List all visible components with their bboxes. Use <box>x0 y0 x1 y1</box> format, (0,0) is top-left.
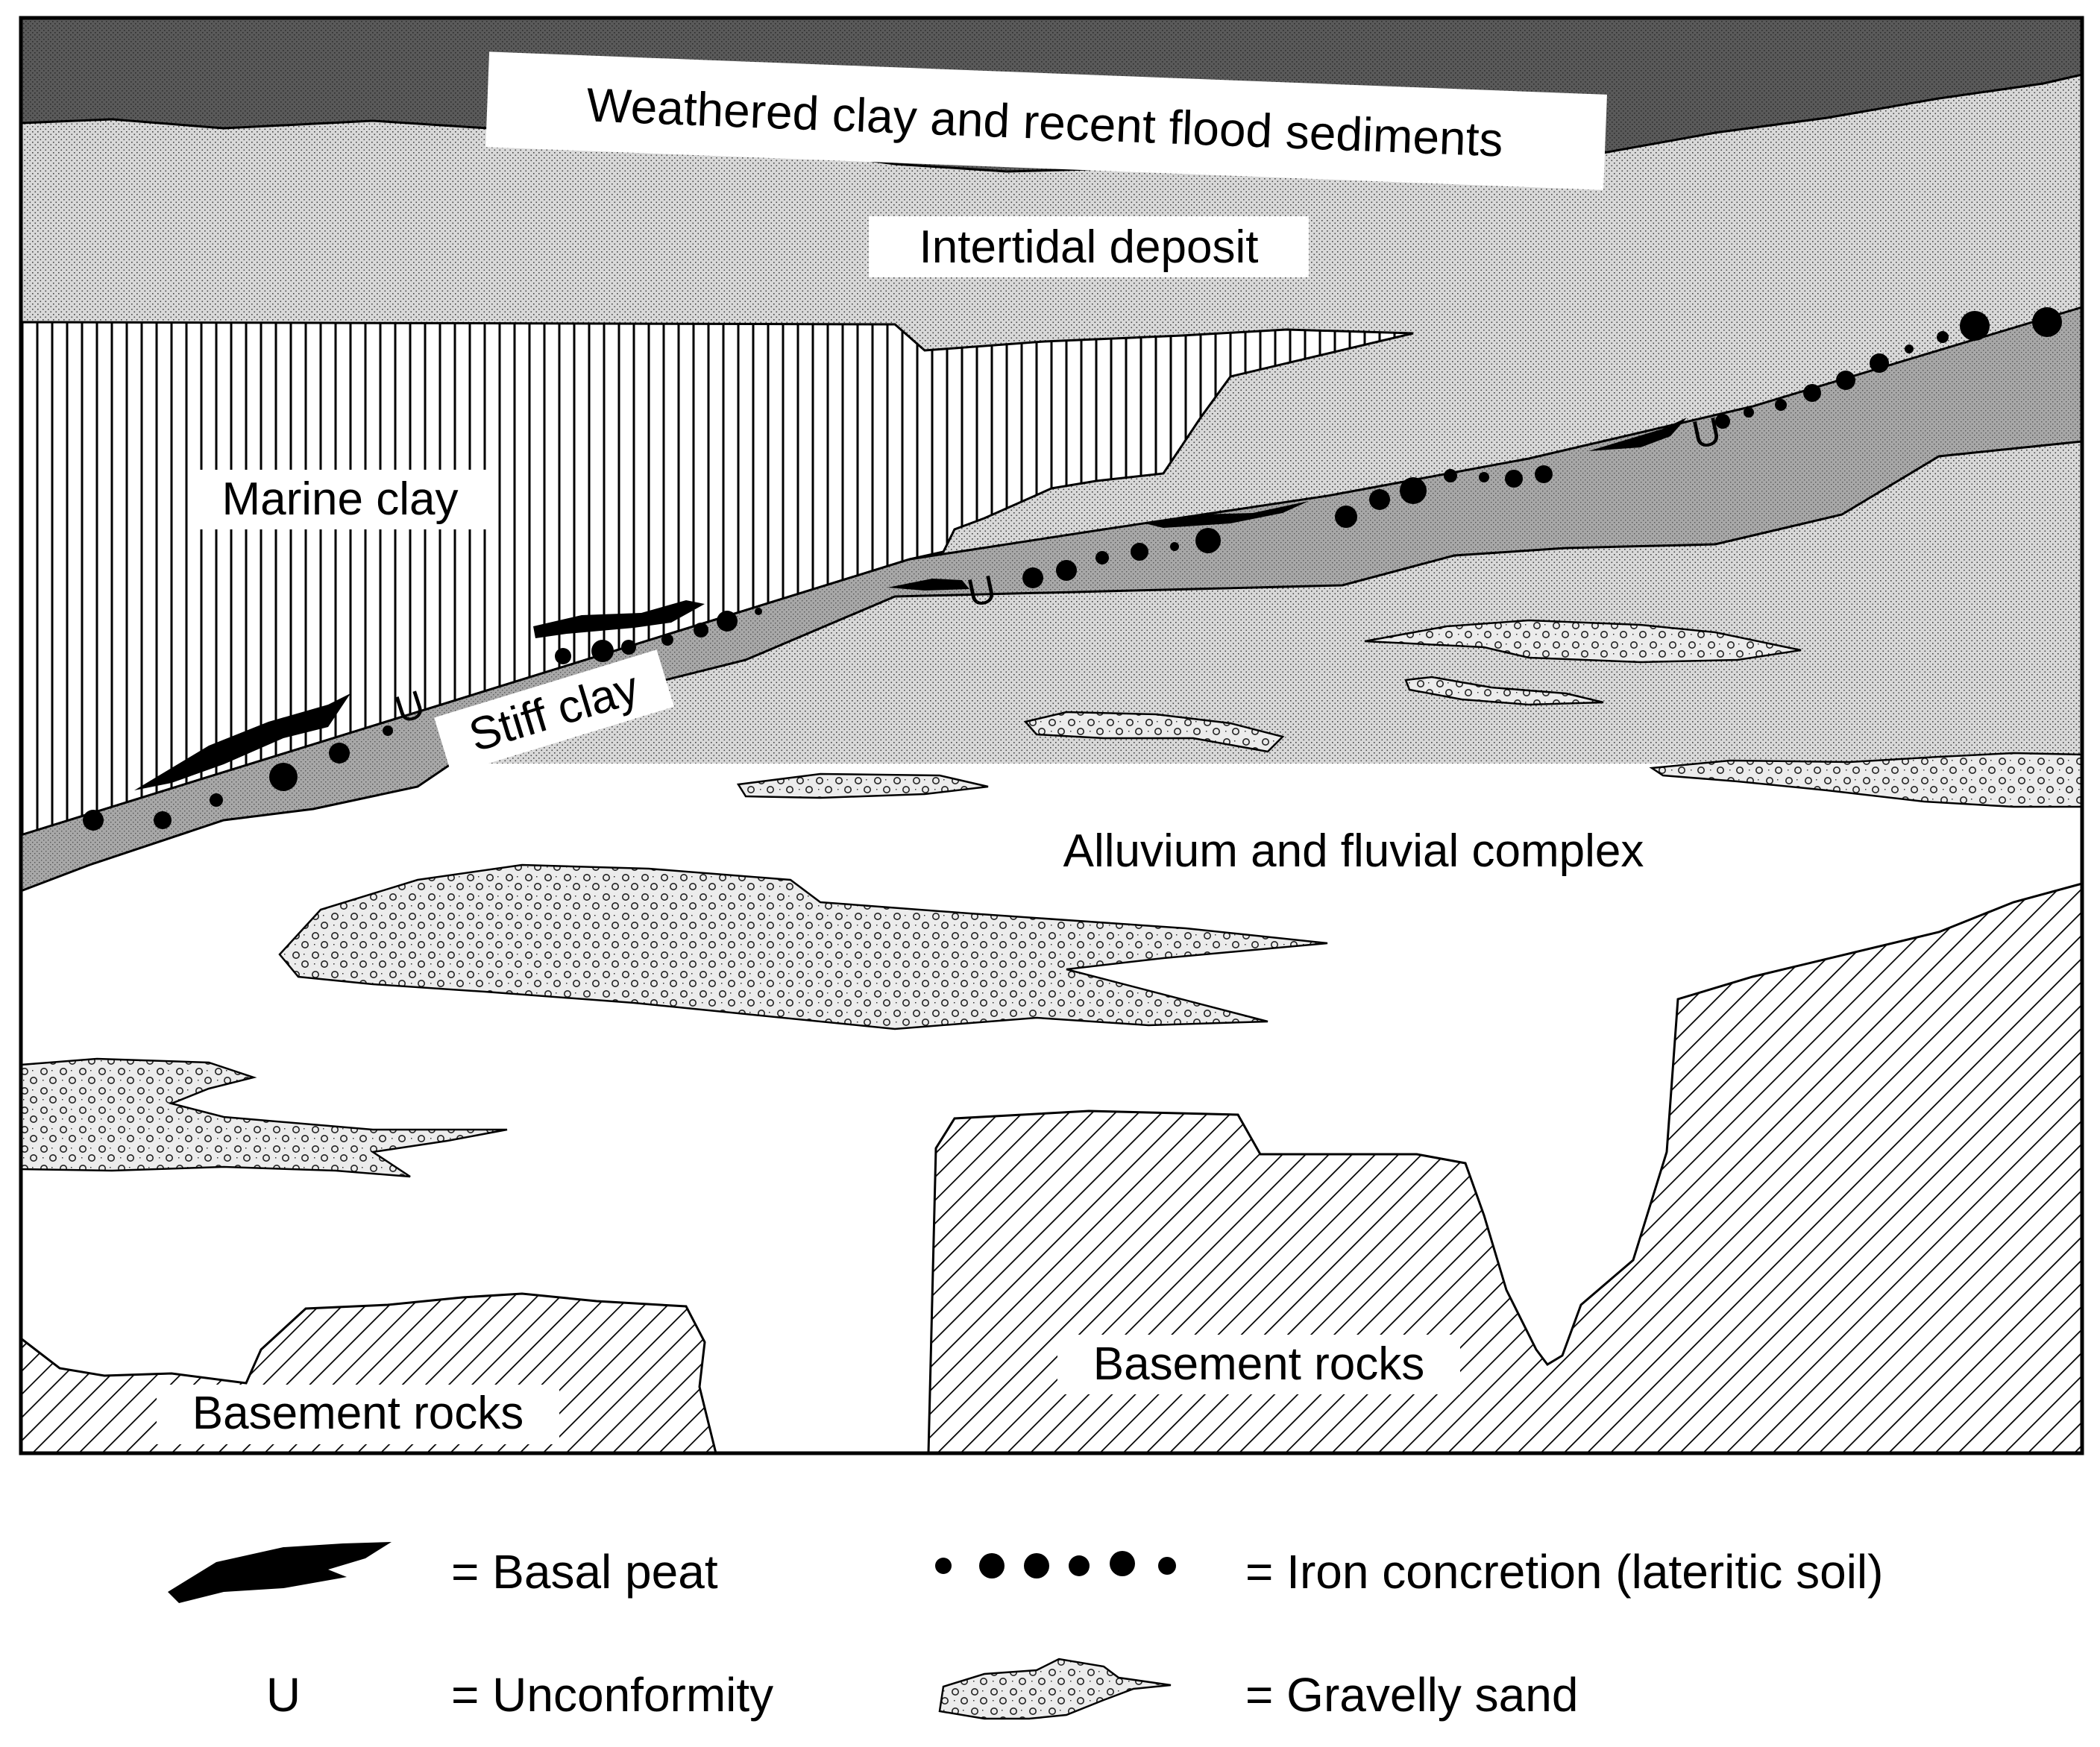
marine-clay-layer <box>19 321 1414 837</box>
gravelly-sand-lens-5 <box>1364 619 1802 664</box>
marine-clay-label-box <box>192 470 489 529</box>
intertidal-label: Intertidal deposit <box>919 221 1259 273</box>
basal-peat-5 <box>1588 418 1687 451</box>
section-frame <box>19 16 2084 1455</box>
basement-right-label-box <box>1057 1335 1460 1394</box>
legend-gravel-symbol <box>938 1658 1172 1720</box>
legend-peat-label: = Basal peat <box>451 1545 718 1599</box>
basement-left-label-box <box>157 1385 559 1444</box>
legend-iron-label: = Iron concretion (lateritic soil) <box>1245 1545 1883 1599</box>
basement-right-label: Basement rocks <box>1093 1338 1425 1390</box>
legend-unconformity-label: = Unconformity <box>451 1668 773 1722</box>
gravelly-sand-lens-4 <box>1023 711 1285 753</box>
iron-concretion-dots <box>83 307 2062 831</box>
stiff-clay-layer <box>19 305 2084 893</box>
intertidal-label-box <box>869 216 1309 277</box>
basement-right-layer <box>927 882 2084 1455</box>
alluvium-label: Alluvium and fluvial complex <box>1063 825 1644 877</box>
basement-left-label: Basement rocks <box>192 1388 524 1439</box>
marine-clay-label: Marine clay <box>222 473 459 525</box>
gravelly-sand-lens-6 <box>1404 676 1604 706</box>
legend: = Basal peat = Iron concretion (lateriti… <box>168 1542 1883 1722</box>
weathered-label: Weathered clay and recent flood sediment… <box>485 51 1607 190</box>
legend-iron-symbol <box>935 1551 1176 1578</box>
gravelly-sand-lens-3 <box>736 772 989 799</box>
gravelly-sand-lens-1 <box>278 863 1328 1030</box>
legend-peat-symbol <box>168 1542 392 1603</box>
basal-peat-4 <box>1145 501 1309 528</box>
basal-peat-2 <box>533 600 705 638</box>
legend-unconformity-symbol: U <box>266 1668 301 1722</box>
basal-peat-3 <box>887 579 969 591</box>
basal-peat-1 <box>134 693 350 790</box>
gravelly-sand-lens-2 <box>19 1057 508 1178</box>
legend-gravel-label: = Gravelly sand <box>1245 1668 1578 1722</box>
